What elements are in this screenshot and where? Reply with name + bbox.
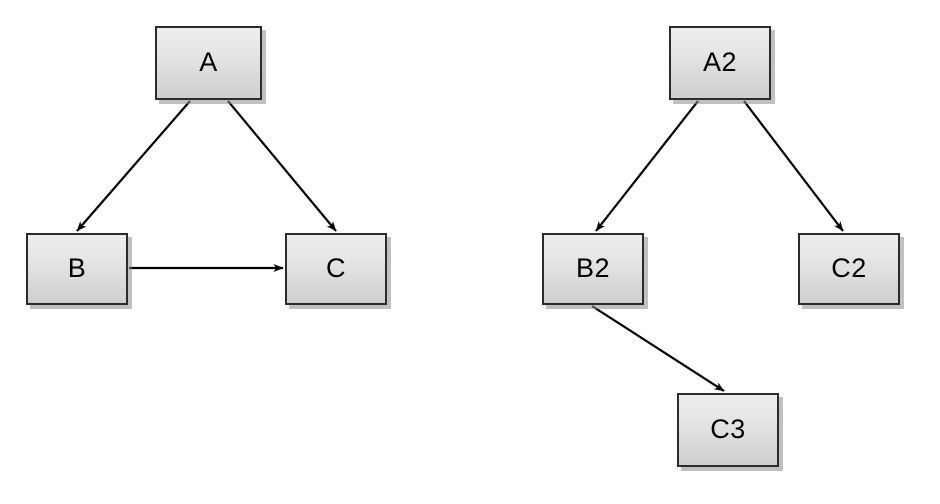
edge-a2-to-b2 <box>595 100 699 232</box>
node-label-b2: B2 <box>575 252 611 283</box>
edge-a-to-b <box>76 100 191 232</box>
node-label-a2: A2 <box>702 46 738 77</box>
node-label-a: A <box>199 46 218 77</box>
edge-a2-to-c2 <box>743 100 844 232</box>
node-label-c: C <box>326 252 346 283</box>
node-b2[interactable]: B2 <box>542 233 644 305</box>
node-label-c3: C3 <box>710 413 746 444</box>
node-label-b: B <box>67 252 87 283</box>
node-b[interactable]: B <box>26 233 128 305</box>
edge-a-to-c <box>227 100 337 232</box>
node-a[interactable]: A <box>155 26 262 100</box>
node-label-c2: C2 <box>831 252 867 283</box>
node-c3[interactable]: C3 <box>677 393 779 467</box>
edge-b2-to-c3 <box>591 305 725 392</box>
node-c[interactable]: C <box>285 233 387 305</box>
node-c2[interactable]: C2 <box>798 233 900 305</box>
node-a2[interactable]: A2 <box>669 26 771 100</box>
